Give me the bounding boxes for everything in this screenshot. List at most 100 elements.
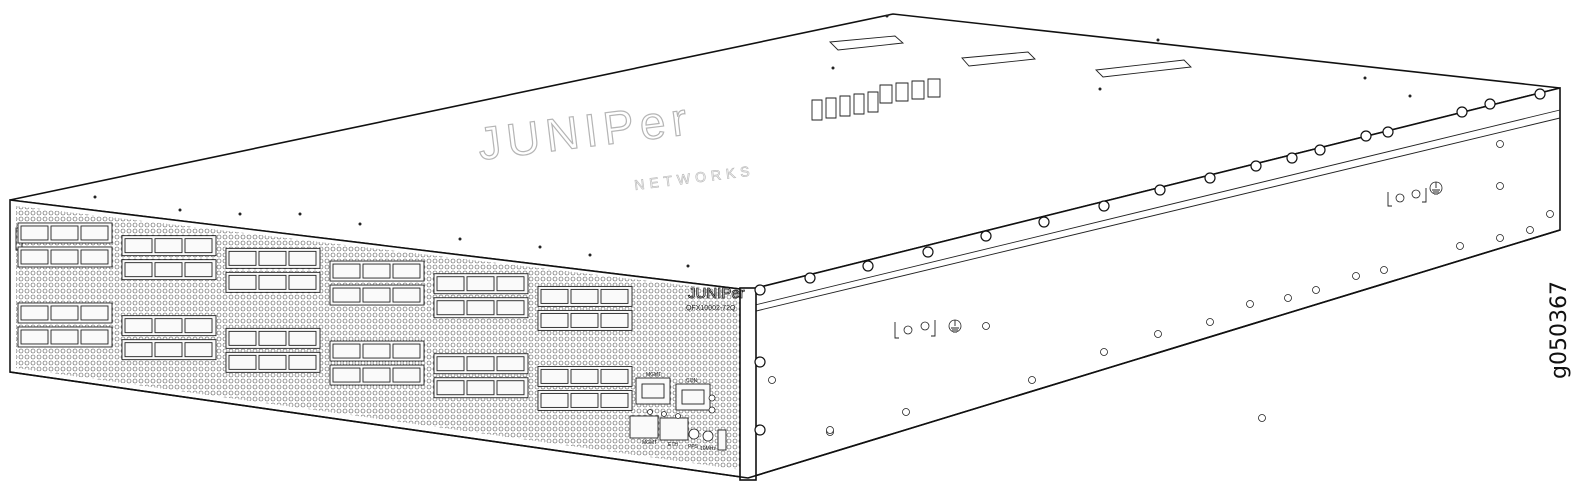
qsfp-port (50, 249, 79, 265)
qsfp-port (466, 276, 495, 292)
qsfp-cage (433, 377, 529, 399)
management-ports: MGMT CON MGMT ETH PPS 10MHz (629, 372, 727, 452)
qsfp-port (50, 329, 79, 345)
qsfp-cage (329, 260, 425, 282)
qsfp-port (600, 312, 629, 328)
qsfp-cage (225, 327, 321, 349)
qsfp-cage (17, 326, 113, 348)
qsfp-port (570, 392, 599, 408)
qsfp-port (436, 380, 465, 396)
qsfp-port (228, 250, 257, 266)
qsfp-port (20, 249, 49, 265)
qsfp-cage (225, 351, 321, 373)
qsfp-cage (17, 302, 113, 324)
qsfp-port (570, 288, 599, 304)
qsfp-port (362, 263, 391, 279)
qsfp-port (184, 262, 213, 278)
qsfp-port (496, 380, 525, 396)
qsfp-port (362, 367, 391, 383)
qsfp-port (80, 305, 109, 321)
qsfp-port (288, 354, 317, 370)
qsfp-cage (433, 273, 529, 295)
console-port-label: CON (686, 378, 698, 384)
qsfp-cage (17, 246, 113, 268)
mgmt-sfp-label: MGMT (642, 440, 657, 446)
qsfp-port (466, 300, 495, 316)
mgmt-port-label: MGMT (646, 372, 661, 378)
qsfp-port (124, 342, 153, 358)
qsfp-port (436, 276, 465, 292)
qsfp-cage (537, 365, 633, 387)
qsfp-port (540, 312, 569, 328)
figure-id: g050367 (1547, 281, 1572, 379)
qsfp-port (20, 305, 49, 321)
qsfp-port (332, 287, 361, 303)
qsfp-port (332, 367, 361, 383)
qsfp-port (258, 354, 287, 370)
qsfp-port (392, 287, 421, 303)
qsfp-port (496, 356, 525, 372)
model-label: QFX10002-72Q (686, 305, 736, 312)
chassis-bottom-edge (9, 229, 1561, 479)
qsfp-port (436, 356, 465, 372)
qsfp-port (228, 274, 257, 290)
qsfp-port (496, 276, 525, 292)
qsfp-port (80, 329, 109, 345)
qsfp-port (80, 225, 109, 241)
qsfp-port (80, 249, 109, 265)
qsfp-port (570, 368, 599, 384)
qsfp-port (228, 354, 257, 370)
qsfp-port (124, 262, 153, 278)
top-handles (829, 35, 1192, 78)
qsfp-cage (329, 364, 425, 386)
qsfp-port (332, 263, 361, 279)
eth-label: ETH (668, 442, 678, 448)
qsfp-port (392, 343, 421, 359)
qsfp-port (50, 305, 79, 321)
qsfp-cage (17, 222, 113, 244)
qsfp-port (184, 342, 213, 358)
qsfp-port (228, 330, 257, 346)
qsfp-port (258, 274, 287, 290)
ground-point-rear (1387, 181, 1443, 207)
qsfp-port (288, 330, 317, 346)
qsfp-port (540, 288, 569, 304)
qsfp-cage (225, 247, 321, 269)
qsfp-port (184, 318, 213, 334)
pps-label: PPS (688, 444, 699, 450)
qsfp-cage (121, 235, 217, 257)
side-mount-holes (768, 140, 1554, 436)
qsfp-port (154, 342, 183, 358)
qsfp-port-cages (17, 222, 633, 411)
qsfp-port (540, 368, 569, 384)
qsfp-port (288, 274, 317, 290)
qsfp-cage (121, 315, 217, 337)
side-top-screws (804, 88, 1546, 284)
top-rivets (93, 14, 1412, 268)
ground-point-front (894, 319, 962, 339)
qsfp-port (124, 318, 153, 334)
qsfp-port (154, 262, 183, 278)
qsfp-cage (537, 309, 633, 331)
qsfp-port (600, 392, 629, 408)
front-brand-logo: JUNIPer (688, 285, 745, 302)
qsfp-port (20, 329, 49, 345)
qsfp-port (124, 238, 153, 254)
rack-ear-right (739, 284, 766, 481)
qsfp-cage (433, 353, 529, 375)
qsfp-cage (537, 389, 633, 411)
qsfp-port (466, 356, 495, 372)
qsfp-port (332, 343, 361, 359)
qsfp-port (362, 343, 391, 359)
qsfp-port (540, 392, 569, 408)
qsfp-port (184, 238, 213, 254)
qsfp-cage (433, 297, 529, 319)
qsfp-cage (121, 259, 217, 281)
qsfp-port (154, 318, 183, 334)
qsfp-cage (329, 340, 425, 362)
qsfp-port (288, 250, 317, 266)
top-vent-slots (811, 78, 941, 121)
qsfp-port (20, 225, 49, 241)
qsfp-port (154, 238, 183, 254)
